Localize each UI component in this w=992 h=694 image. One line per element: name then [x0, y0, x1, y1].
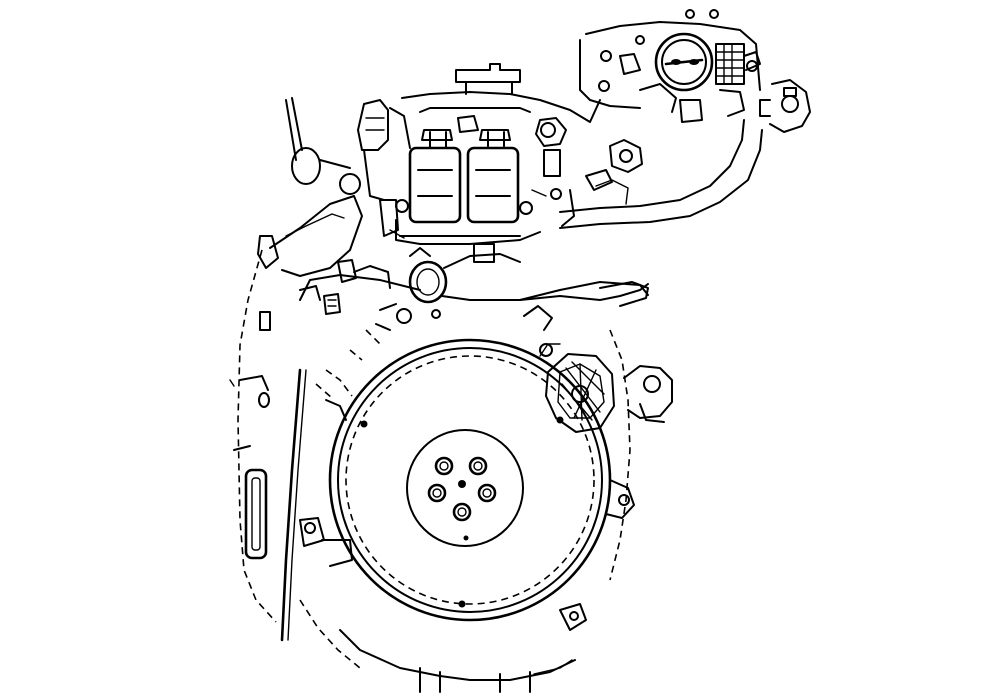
detail-linework [230, 150, 574, 420]
throttle-position-sensor [770, 80, 810, 132]
elbow-pipes [258, 98, 762, 330]
flywheel-hub [407, 430, 523, 546]
crank-bolts [429, 458, 495, 520]
throttle-bore [656, 34, 712, 90]
side-cover [246, 470, 266, 558]
intake-runners [410, 130, 518, 222]
oil-dipstick [282, 370, 300, 640]
engine-block [234, 250, 648, 692]
throttle-body [580, 10, 810, 132]
intake-manifold [358, 64, 600, 244]
water-pump [540, 344, 672, 432]
flywheel [330, 340, 634, 630]
